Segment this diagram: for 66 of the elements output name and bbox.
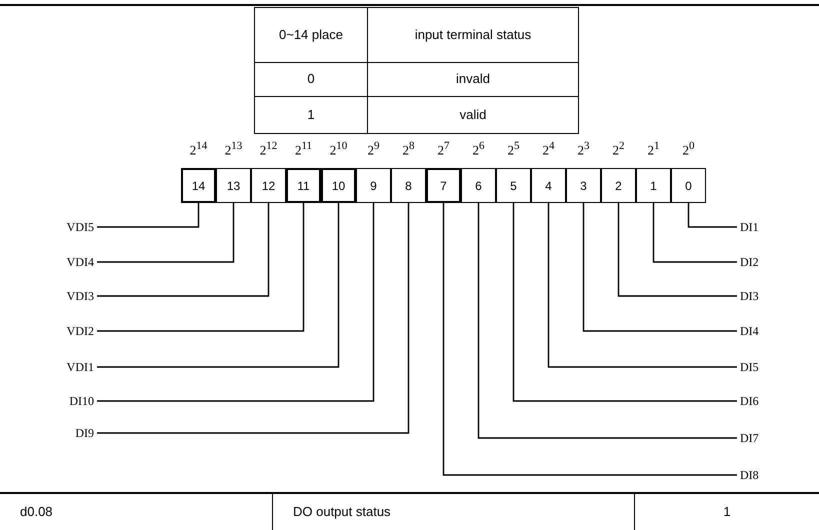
terminal-label: VDI2 xyxy=(40,322,94,340)
power-label: 2$^{0}$ xyxy=(682,140,696,158)
bit-box: 12 xyxy=(251,168,286,203)
terminal-label: DI8 xyxy=(740,466,790,484)
leader-line xyxy=(548,203,737,368)
terminal-label: VDI1 xyxy=(40,358,94,376)
power-label: 2$^{12}$ xyxy=(258,140,278,158)
power-label: 2$^{8}$ xyxy=(402,140,416,158)
power-label: 2$^{10}$ xyxy=(328,140,348,158)
terminal-label: VDI5 xyxy=(40,218,94,236)
leader-line xyxy=(97,203,200,228)
bit-box: 5 xyxy=(496,168,531,203)
bit-box: 0 xyxy=(671,168,706,203)
table-cell: 0~14 place xyxy=(254,7,368,63)
power-label: 2$^{6}$ xyxy=(472,140,486,158)
terminal-label: VDI3 xyxy=(40,287,94,305)
leader-line xyxy=(688,203,737,228)
table-cell: input terminal status xyxy=(367,7,579,63)
leader-line xyxy=(97,203,234,263)
bit-box: 13 xyxy=(216,168,251,203)
power-label: 2$^{3}$ xyxy=(576,140,590,158)
power-label: 2$^{1}$ xyxy=(646,140,660,158)
table-cell: d0.08 xyxy=(0,492,273,530)
leader-line xyxy=(512,203,737,402)
leader-line xyxy=(478,203,737,439)
leader-line xyxy=(442,203,737,476)
terminal-label: DI9 xyxy=(40,424,94,442)
power-label: 2$^{4}$ xyxy=(542,140,556,158)
terminal-label: DI1 xyxy=(740,218,790,236)
terminal-label: DI10 xyxy=(40,392,94,410)
leader-line xyxy=(582,203,737,332)
terminal-label: DI4 xyxy=(740,322,790,340)
leader-line xyxy=(97,203,374,402)
power-label: 2$^{5}$ xyxy=(506,140,520,158)
bit-box: 14 xyxy=(181,168,216,203)
power-label: 2$^{14}$ xyxy=(188,140,208,158)
power-label: 2$^{9}$ xyxy=(366,140,380,158)
terminal-label: DI7 xyxy=(740,429,790,447)
table-cell: 1 xyxy=(634,492,819,530)
table-cell: valid xyxy=(367,96,579,134)
power-label: 2$^{13}$ xyxy=(224,140,244,158)
bit-box: 11 xyxy=(286,168,321,203)
power-label: 2$^{11}$ xyxy=(294,140,314,158)
bit-box: 1 xyxy=(636,168,671,203)
bit-box: 8 xyxy=(391,168,426,203)
bit-box: 6 xyxy=(461,168,496,203)
terminal-label: DI2 xyxy=(740,253,790,271)
bit-box: 3 xyxy=(566,168,601,203)
terminal-label: VDI4 xyxy=(40,253,94,271)
leader-line xyxy=(652,203,737,263)
terminal-label: DI6 xyxy=(740,392,790,410)
power-label: 2$^{7}$ xyxy=(436,140,450,158)
leader-line xyxy=(97,203,270,297)
leader-line xyxy=(618,203,737,297)
terminal-label: DI3 xyxy=(740,287,790,305)
terminal-label: DI5 xyxy=(740,358,790,376)
bit-box: 2 xyxy=(601,168,636,203)
leader-line xyxy=(97,203,340,368)
leader-line xyxy=(97,203,304,332)
bit-box: 10 xyxy=(321,168,356,203)
bit-box: 4 xyxy=(531,168,566,203)
power-label: 2$^{2}$ xyxy=(612,140,626,158)
bit-box: 9 xyxy=(356,168,391,203)
table-cell: 1 xyxy=(254,96,368,134)
bit-box: 7 xyxy=(426,168,461,203)
leader-line xyxy=(97,203,410,434)
